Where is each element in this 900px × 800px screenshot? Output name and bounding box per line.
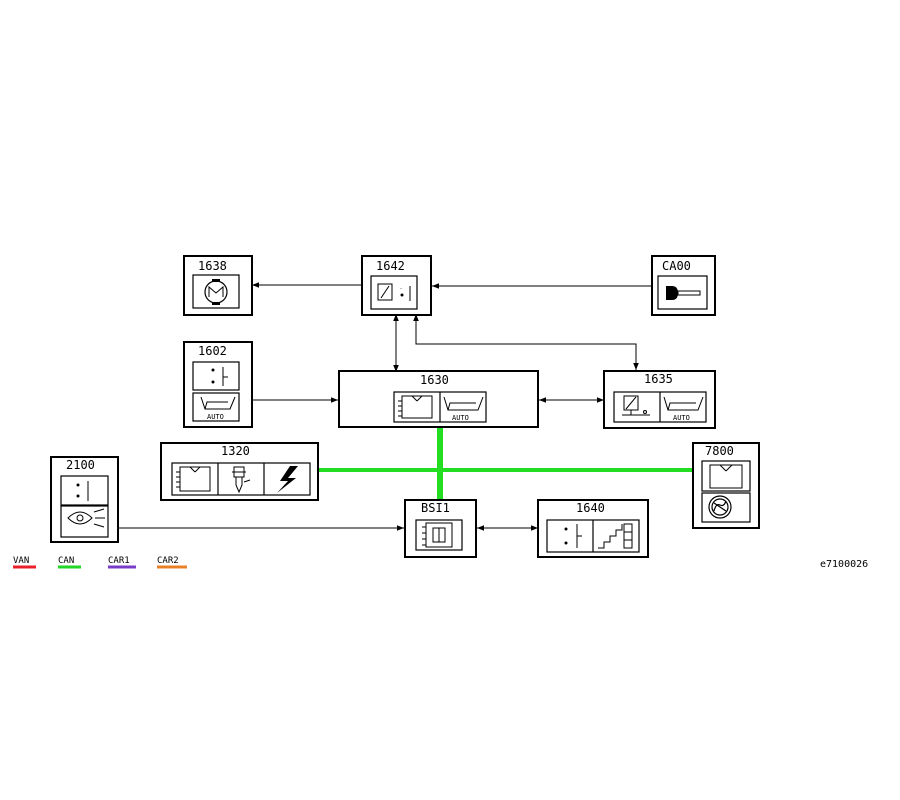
module-1640-label: 1640 — [576, 501, 605, 515]
module-1320-label: 1320 — [221, 444, 250, 458]
switch-icon — [76, 481, 89, 501]
key-icon — [666, 286, 701, 300]
esp-icon — [708, 495, 732, 519]
module-1320[interactable]: 1320 — [160, 442, 319, 501]
module-1640[interactable]: 1640 — [537, 499, 649, 558]
diagram-reference: e7100026 — [820, 559, 868, 570]
module-1630-label: 1630 — [420, 373, 449, 387]
legend-van: VAN — [13, 556, 36, 569]
module-1642-label: 1642 — [376, 259, 405, 273]
auto-label: AUTO — [452, 414, 469, 422]
connections — [118, 282, 652, 531]
module-1638-label: 1638 — [198, 259, 227, 273]
module-2100-label: 2100 — [66, 458, 95, 472]
ecu-chip-icon — [709, 464, 743, 489]
bsi-unit-icon — [422, 522, 453, 548]
legend-can-label: CAN — [58, 556, 74, 566]
can-bus — [318, 428, 693, 500]
wire-1642-1635 — [413, 314, 639, 370]
module-bsi1-label: BSI1 — [421, 501, 450, 515]
auto-label: AUTO — [673, 414, 690, 422]
module-1635-label: 1635 — [644, 372, 673, 386]
ecu-chip-icon — [176, 466, 211, 492]
wiper-auto-icon — [443, 396, 484, 411]
module-bsi1[interactable]: BSI1 — [404, 499, 477, 558]
motor-icon — [204, 279, 228, 305]
module-ca00-label: CA00 — [662, 259, 691, 273]
module-1602-label: 1602 — [198, 344, 227, 358]
switch-icon — [564, 524, 582, 548]
module-2100[interactable]: 2100 — [50, 456, 119, 543]
relay-icon — [622, 395, 650, 416]
auto-label: AUTO — [207, 413, 224, 421]
wiper-auto-icon — [200, 396, 236, 410]
legend-can: CAN — [58, 556, 81, 569]
module-1642[interactable]: 1642 — [361, 255, 432, 316]
legend-van-label: VAN — [13, 556, 29, 566]
legend-car1-label: CAR1 — [108, 556, 130, 566]
module-1635[interactable]: 1635 AUTO — [603, 370, 716, 429]
lightning-icon — [277, 466, 298, 493]
module-ca00[interactable]: CA00 — [651, 255, 716, 316]
ecu-chip-icon — [398, 395, 433, 419]
relay-switch-icon — [377, 283, 411, 301]
switch-icon — [211, 367, 228, 386]
module-1630[interactable]: 1630 AUTO — [338, 370, 539, 428]
module-1638[interactable]: 1638 — [183, 255, 253, 316]
legend-car2-label: CAR2 — [157, 556, 179, 566]
injector-icon — [232, 466, 251, 494]
legend-car1: CAR1 — [108, 556, 136, 569]
module-7800-label: 7800 — [705, 444, 734, 458]
module-7800[interactable]: 7800 — [692, 442, 760, 529]
legend-car2: CAR2 — [157, 556, 187, 569]
speed-steps-icon — [598, 523, 633, 549]
headlamp-icon — [67, 508, 105, 528]
wiper-auto-icon — [663, 396, 704, 411]
legend: VAN CAN CAR1 CAR2 — [13, 556, 187, 569]
module-1602[interactable]: 1602 AUTO — [183, 341, 253, 428]
